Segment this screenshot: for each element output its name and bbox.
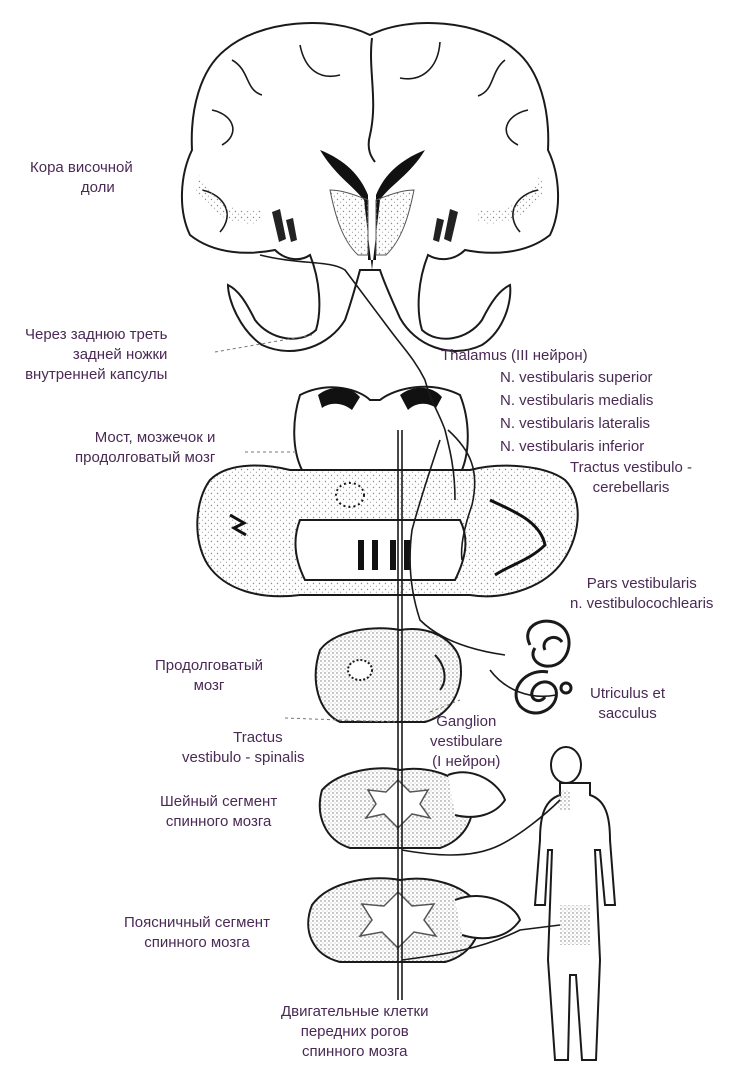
label-ganglion-vestibulare: Ganglion vestibulare (I нейрон): [430, 712, 503, 772]
label-medulla-oblongata: Продолговатый мозг: [155, 656, 263, 696]
medulla-upper: [295, 520, 465, 580]
lumbar-spinal-segment: [308, 878, 520, 962]
label-internal-capsule: Через заднюю треть задней ножки внутренн…: [25, 325, 167, 385]
label-tractus-vestibulospinalis: Tractus vestibulo - spinalis: [182, 728, 305, 768]
label-pars-vestibularis: Pars vestibularis n. vestibulocochlearis: [570, 574, 713, 614]
label-tractus-vestibulocerebellaris: Tractus vestibulo - cerebellaris: [570, 458, 692, 498]
cervical-spinal-segment: [320, 768, 505, 848]
label-pons-cerebellum-medulla: Мост, мозжечок и продолговатый мозг: [75, 428, 215, 468]
inner-ear: [516, 621, 571, 713]
brain-coronal-section: [182, 23, 558, 351]
label-cervical-segment: Шейный сегмент спинного мозга: [160, 792, 277, 832]
label-thalamus: Thalamus (III нейрон): [441, 346, 588, 366]
human-figure: [535, 747, 615, 1060]
cerebral-hemispheres-outline: [182, 23, 558, 351]
medulla-oblongata-section: [316, 628, 461, 722]
label-utriculus-sacculus: Utriculus et sacculus: [590, 684, 665, 724]
label-motor-cells: Двигательные клетки передних рогов спинн…: [281, 1002, 429, 1062]
label-vestibular-nuclei: N. vestibularis superior N. vestibularis…: [500, 368, 653, 457]
label-temporal-cortex: Кора височной доли: [30, 158, 133, 198]
label-lumbar-segment: Поясничный сегмент спинного мозга: [124, 913, 270, 953]
